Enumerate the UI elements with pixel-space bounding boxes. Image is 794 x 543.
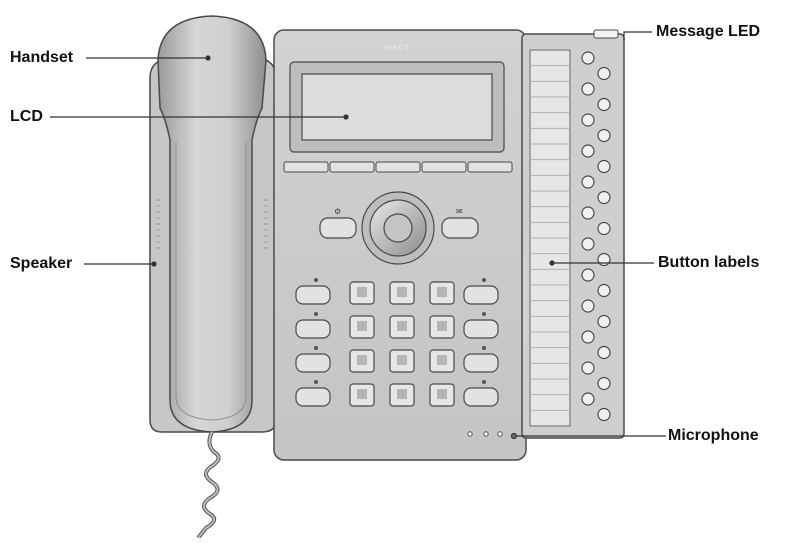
dss-button[interactable]: [598, 378, 610, 390]
dss-button[interactable]: [582, 331, 594, 343]
soft-key-1[interactable]: [284, 162, 328, 172]
dss-button[interactable]: [598, 285, 610, 297]
dial-key-glyph: [397, 389, 407, 399]
right-function-key[interactable]: [464, 286, 498, 304]
dss-button[interactable]: [582, 207, 594, 219]
right-function-key-icon: [482, 346, 486, 350]
dial-key-glyph: [437, 355, 447, 365]
right-function-key[interactable]: [464, 354, 498, 372]
left-function-key[interactable]: [296, 354, 330, 372]
message-led-leader: [624, 32, 652, 40]
settings-icon: ⚙: [334, 207, 341, 216]
dss-button[interactable]: [598, 130, 610, 142]
dial-key-glyph: [437, 389, 447, 399]
right-function-key[interactable]: [464, 388, 498, 406]
right-function-key[interactable]: [464, 320, 498, 338]
dial-key-glyph: [357, 287, 367, 297]
right-function-key-icon: [482, 312, 486, 316]
lcd-screen: [302, 74, 492, 140]
left-function-key[interactable]: [296, 320, 330, 338]
dial-key-glyph: [357, 389, 367, 399]
microphone-label: Microphone: [668, 427, 759, 445]
dss-button[interactable]: [598, 161, 610, 173]
dss-button[interactable]: [582, 238, 594, 250]
lcd-label: LCD: [10, 108, 43, 126]
left-function-key[interactable]: [296, 388, 330, 406]
message-button[interactable]: [442, 218, 478, 238]
dss-button[interactable]: [598, 68, 610, 80]
dss-button[interactable]: [582, 269, 594, 281]
message-led: [594, 30, 618, 38]
handset-label: Handset: [10, 49, 73, 67]
dss-button[interactable]: [598, 316, 610, 328]
soft-key-5[interactable]: [468, 162, 512, 172]
dial-key-glyph: [357, 321, 367, 331]
nav-ok-button[interactable]: [384, 214, 412, 242]
dss-button[interactable]: [582, 393, 594, 405]
left-function-key-icon: [314, 278, 318, 282]
handset: [158, 16, 266, 432]
left-function-key-icon: [314, 380, 318, 384]
message-led-label: Message LED: [656, 23, 760, 41]
dial-key-glyph: [357, 355, 367, 365]
envelope-icon: ✉: [456, 207, 463, 216]
button-labels-label: Button labels: [658, 254, 759, 272]
dss-button[interactable]: [598, 192, 610, 204]
left-function-key-icon: [314, 346, 318, 350]
dss-button[interactable]: [598, 223, 610, 235]
menu-button[interactable]: [320, 218, 356, 238]
dss-button[interactable]: [582, 83, 594, 95]
right-function-key-icon: [482, 278, 486, 282]
dial-key-glyph: [397, 321, 407, 331]
dss-button[interactable]: [598, 347, 610, 359]
dss-button[interactable]: [598, 409, 610, 421]
soft-keys: [284, 162, 512, 172]
dial-key-glyph: [437, 287, 447, 297]
dial-key-glyph: [397, 355, 407, 365]
soft-key-4[interactable]: [422, 162, 466, 172]
microphone: [511, 433, 516, 438]
speaker-label: Speaker: [10, 255, 72, 273]
dss-button[interactable]: [582, 114, 594, 126]
dss-button[interactable]: [582, 176, 594, 188]
dial-key-glyph: [437, 321, 447, 331]
dial-key-glyph: [397, 287, 407, 297]
dss-button[interactable]: [582, 145, 594, 157]
brand-logo: iPECS: [384, 45, 410, 52]
left-function-key[interactable]: [296, 286, 330, 304]
dss-button[interactable]: [582, 362, 594, 374]
right-function-key-icon: [482, 380, 486, 384]
soft-key-3[interactable]: [376, 162, 420, 172]
soft-key-2[interactable]: [330, 162, 374, 172]
dss-button[interactable]: [598, 254, 610, 266]
dss-button[interactable]: [582, 52, 594, 64]
dss-button[interactable]: [582, 300, 594, 312]
left-function-key-icon: [314, 312, 318, 316]
dss-button[interactable]: [598, 99, 610, 111]
